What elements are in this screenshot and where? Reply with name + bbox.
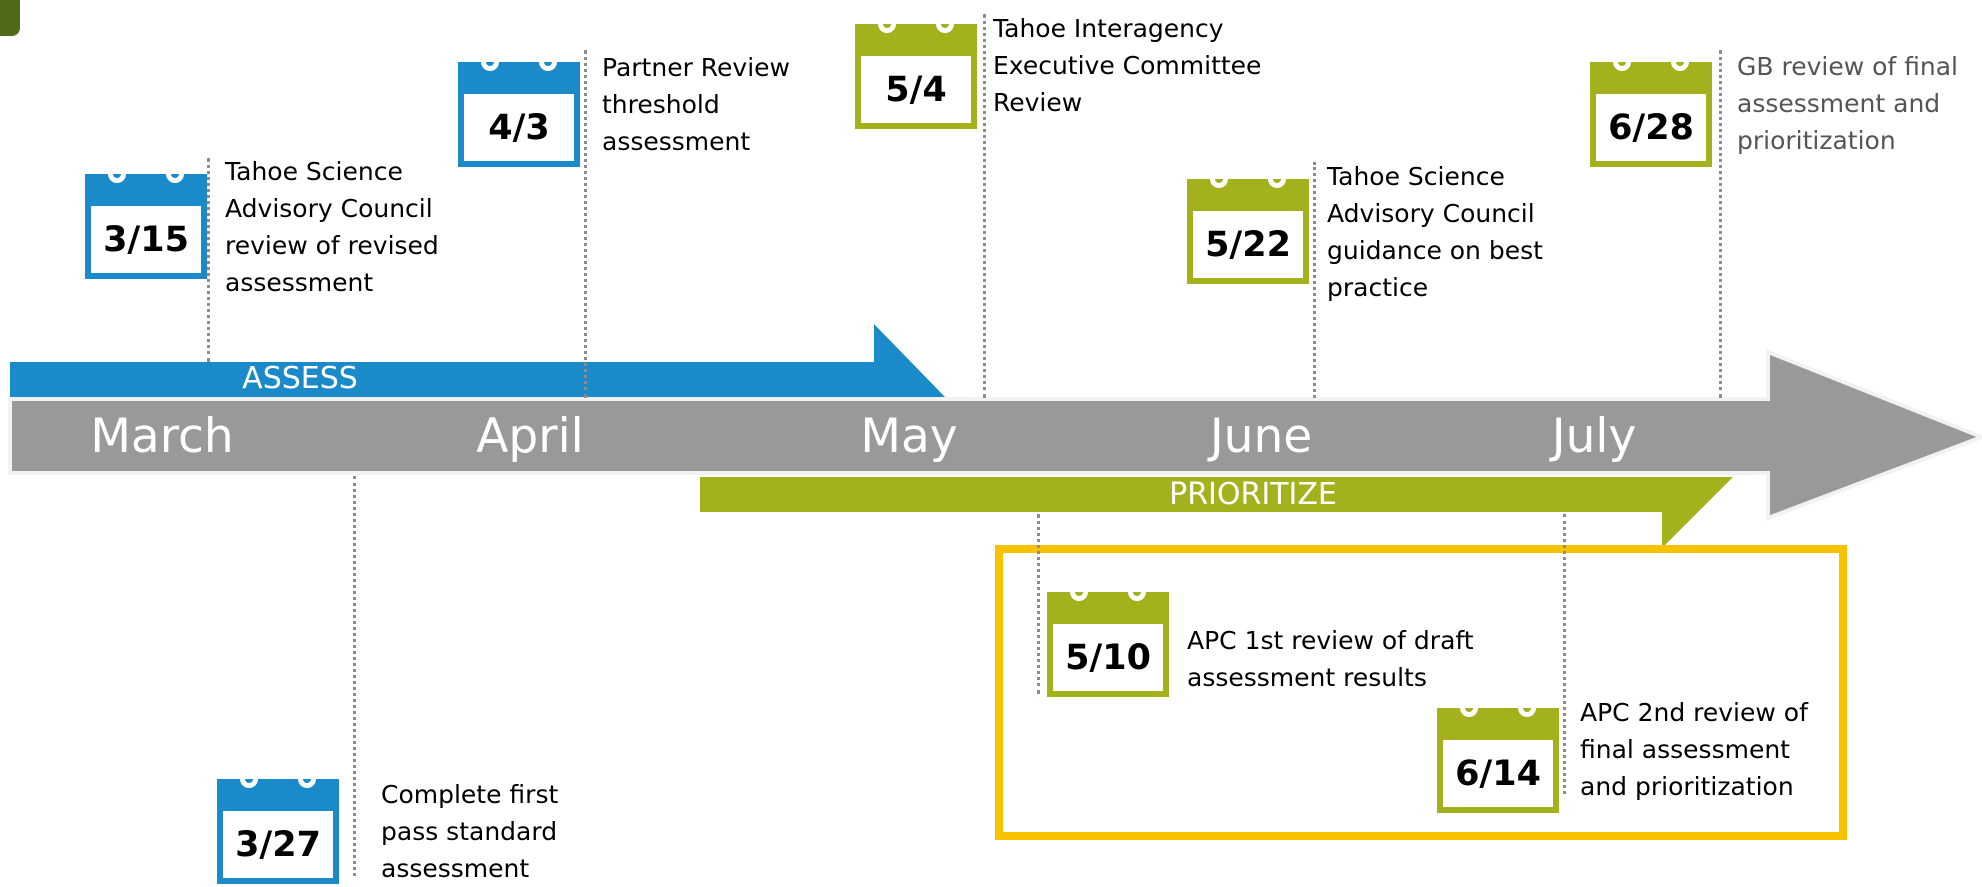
connector-line (1313, 162, 1316, 398)
connector-line (1563, 514, 1566, 794)
month-april: April (476, 409, 584, 464)
calendar-icon: 5/4 (855, 2, 977, 129)
calendar-icon: 3/27 (217, 757, 339, 884)
month-march: March (90, 409, 234, 464)
milestone-date: 6/14 (1455, 753, 1541, 794)
timeline-arrow (8, 349, 1982, 521)
connector-line (207, 158, 210, 362)
connector-line (353, 476, 356, 876)
milestone-date: 5/22 (1205, 224, 1291, 265)
milestone-date: 5/4 (885, 69, 947, 110)
assess-label: ASSESS (242, 361, 358, 396)
corner-tab (0, 0, 20, 36)
calendar-icon: 6/28 (1590, 40, 1712, 167)
month-june: June (1209, 409, 1313, 464)
highlight-box (995, 545, 1847, 840)
prioritize-label: PRIORITIZE (1169, 477, 1337, 512)
connector-line (1719, 50, 1722, 398)
milestone-date: 3/27 (235, 824, 321, 865)
calendar-icon: 5/10 (1047, 570, 1169, 697)
prioritize-phase-arrow (700, 477, 1733, 548)
calendar-icon: 6/14 (1437, 686, 1559, 813)
calendar-icon: 5/22 (1187, 157, 1309, 284)
connector-line (584, 50, 587, 398)
milestone-date: 3/15 (103, 219, 189, 260)
month-july: July (1551, 409, 1637, 464)
milestone-date: 4/3 (488, 107, 550, 148)
milestone-date: 5/10 (1065, 637, 1151, 678)
month-may: May (860, 409, 958, 464)
connector-line (983, 14, 986, 398)
milestone-date: 6/28 (1608, 107, 1694, 148)
calendar-icon: 4/3 (458, 40, 580, 167)
assess-phase-arrow (10, 324, 945, 397)
calendar-icon: 3/15 (85, 152, 207, 279)
connector-line (1037, 514, 1040, 694)
